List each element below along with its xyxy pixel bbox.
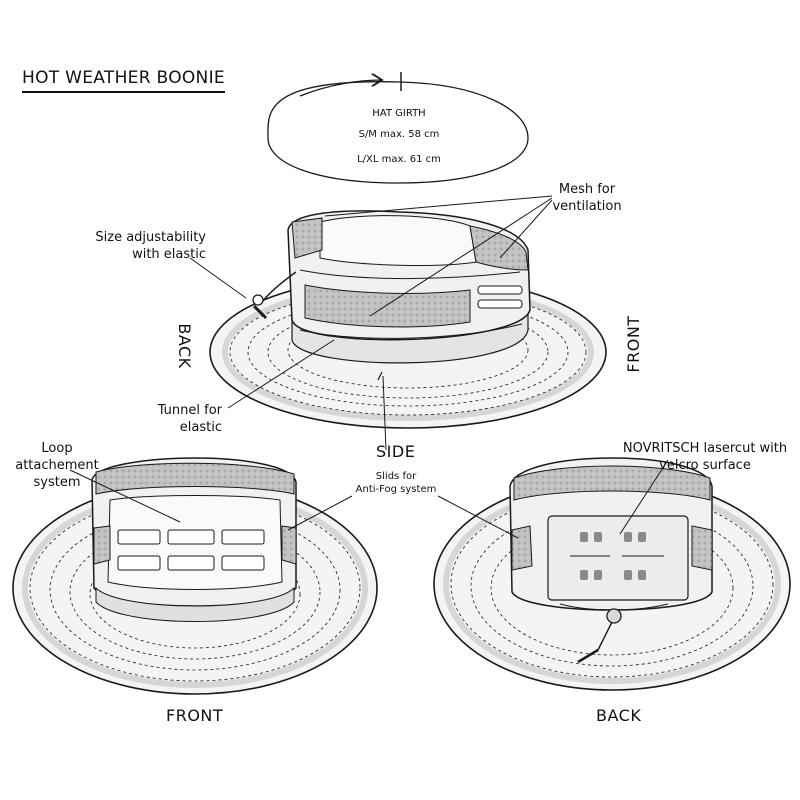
- girth-size-lxl: L/XL max. 61 cm: [357, 154, 441, 165]
- top-hat: [209, 210, 607, 429]
- girth-heading: HAT GIRTH: [372, 108, 426, 119]
- callout-tunnel: Tunnel for elastic: [140, 402, 222, 436]
- callout-mesh-line2: ventilation: [552, 199, 622, 214]
- callout-slids-line2: Anti-Fog system: [355, 484, 437, 495]
- leader-lines: [69, 195, 669, 539]
- callout-mesh-line1: Mesh for: [558, 182, 616, 197]
- callout-loop-line2: system: [33, 475, 81, 490]
- callout-size: Size adjustability with elastic: [70, 229, 206, 263]
- front-hat: [12, 457, 378, 695]
- girth-diagram: [267, 72, 529, 184]
- diagram-title: HOT WEATHER BOONIE: [22, 68, 225, 93]
- callout-loop-line1: Loop attachement: [15, 441, 99, 473]
- callout-size-line2: with elastic: [132, 247, 206, 262]
- callout-tunnel-line2: elastic: [179, 420, 222, 435]
- view-label-top-back: BACK: [175, 323, 194, 369]
- view-label-top-side: SIDE: [376, 442, 416, 461]
- callout-size-line1: Size adjustability: [95, 230, 206, 245]
- callout-slids: Slids for Anti-Fog system: [346, 470, 446, 496]
- callout-slids-line1: Slids for: [375, 471, 417, 482]
- girth-size-sm: S/M max. 58 cm: [358, 129, 440, 140]
- view-label-bottom-back: BACK: [596, 706, 642, 725]
- callout-lasercut-line2: velcro surface: [659, 458, 751, 473]
- back-hat: [433, 457, 791, 691]
- view-label-top-front: FRONT: [624, 315, 643, 373]
- callout-tunnel-line1: Tunnel for: [157, 403, 222, 418]
- view-label-bottom-front: FRONT: [166, 706, 224, 725]
- callout-lasercut: NOVRITSCH lasercut with velcro surface: [610, 440, 800, 474]
- callout-mesh: Mesh for ventilation: [532, 181, 642, 215]
- callout-lasercut-line1: NOVRITSCH lasercut with: [622, 441, 788, 456]
- callout-loop: Loop attachement system: [0, 440, 114, 491]
